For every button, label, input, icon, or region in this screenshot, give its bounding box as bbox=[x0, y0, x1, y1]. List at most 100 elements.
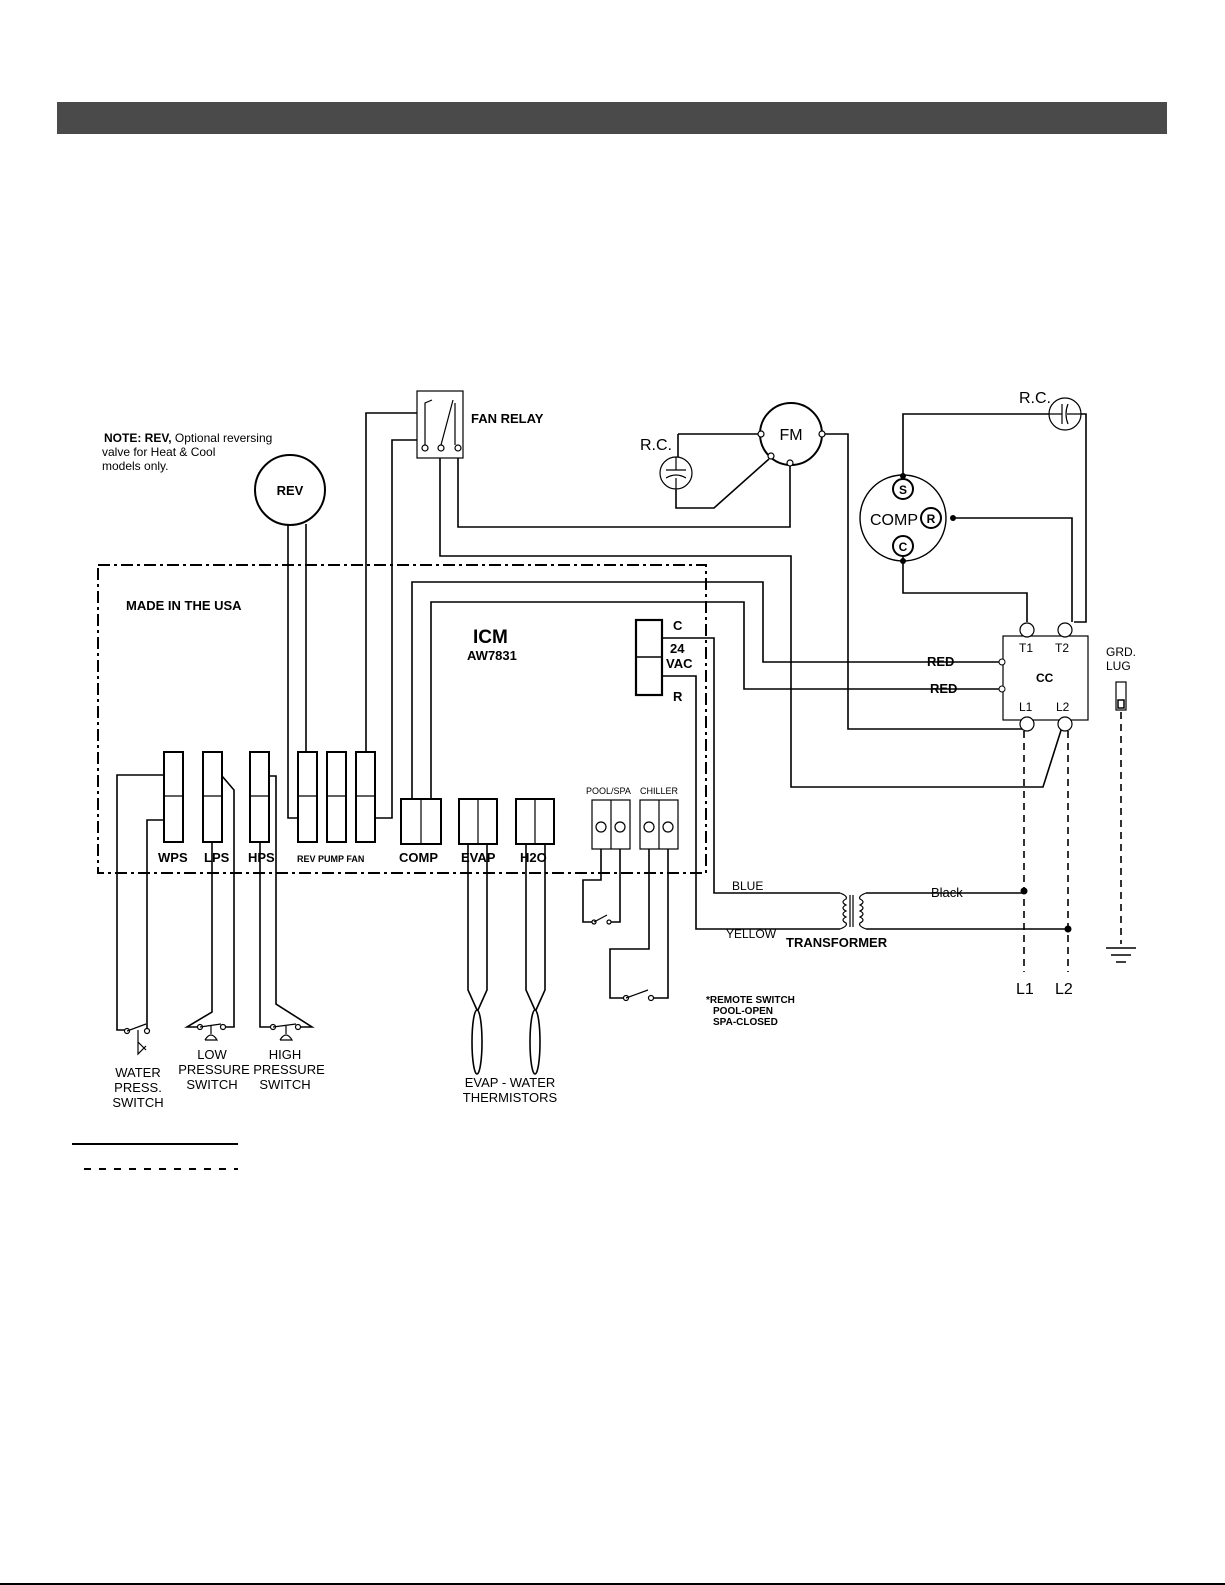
hps-wire-b bbox=[269, 775, 315, 1028]
thermistors-label-1: EVAP - WATER bbox=[465, 1075, 556, 1090]
blue-wire bbox=[662, 637, 840, 894]
relay-wire-fan bbox=[376, 439, 417, 819]
poolspa-wire-b bbox=[610, 849, 621, 923]
hps-wire-a bbox=[259, 842, 273, 1028]
svg-text:CC: CC bbox=[1036, 671, 1054, 685]
svg-text:C: C bbox=[673, 618, 683, 633]
svg-text:R.C.: R.C. bbox=[1019, 390, 1051, 407]
chiller-wire-a bbox=[609, 849, 650, 999]
pool-spa-label: POOL/SPA bbox=[586, 786, 631, 796]
yellow-label: YELLOW bbox=[726, 927, 777, 941]
red-label-2: RED bbox=[930, 681, 957, 696]
svg-text:24: 24 bbox=[670, 641, 685, 656]
connectors bbox=[163, 751, 679, 850]
note-line-2: valve for Heat & Cool bbox=[102, 445, 215, 459]
relay-l2-wire bbox=[439, 458, 1064, 788]
evap-label: EVAP bbox=[461, 850, 496, 865]
svg-text:LUG: LUG bbox=[1106, 659, 1131, 673]
contactor: T1 T2 CC L1 L2 bbox=[1002, 622, 1089, 732]
svg-text:FM: FM bbox=[779, 427, 802, 444]
black-label: Black bbox=[931, 885, 963, 900]
comp-c-dot bbox=[900, 558, 906, 564]
svg-text:C: C bbox=[899, 540, 908, 554]
svg-text:PRESSURE: PRESSURE bbox=[178, 1062, 250, 1077]
svg-text:PRESSURE: PRESSURE bbox=[253, 1062, 325, 1077]
low-pressure-switch: LOW PRESSURE SWITCH bbox=[178, 1023, 250, 1092]
red-wire-1 bbox=[411, 581, 1001, 800]
thermistors-label-2: THERMISTORS bbox=[463, 1090, 558, 1105]
icm-model: AW7831 bbox=[467, 648, 517, 663]
fan-relay: FAN RELAY bbox=[416, 390, 544, 459]
header-bar bbox=[57, 102, 1167, 134]
comp-connector-label: COMP bbox=[399, 850, 438, 865]
fan-motor: FM bbox=[757, 402, 826, 467]
water-press-switch: WATER PRESS. SWITCH bbox=[112, 1023, 164, 1110]
high-pressure-switch: HIGH PRESSURE SWITCH bbox=[253, 1023, 325, 1092]
remote-switch-label-1: *REMOTE SWITCH bbox=[706, 995, 795, 1006]
svg-text:GRD.: GRD. bbox=[1106, 645, 1136, 659]
svg-text:COMP: COMP bbox=[870, 512, 918, 529]
hps-label: HPS bbox=[248, 850, 275, 865]
rev-wire-a bbox=[287, 524, 298, 819]
rev-pump-fan-label: REV PUMP FAN bbox=[297, 854, 364, 864]
fm-rc-wire-bottom bbox=[675, 458, 770, 509]
comp-rc-wire bbox=[1074, 413, 1087, 623]
svg-text:HIGH: HIGH bbox=[269, 1047, 302, 1062]
evap-thermistor bbox=[467, 844, 488, 1075]
svg-text:LOW: LOW bbox=[197, 1047, 227, 1062]
svg-text:L1: L1 bbox=[1019, 700, 1033, 714]
line-l1-label: L1 bbox=[1016, 981, 1034, 998]
icm-title: ICM bbox=[473, 627, 508, 648]
transformer-label: TRANSFORMER bbox=[786, 935, 888, 950]
remote-switch bbox=[622, 989, 655, 1002]
transformer bbox=[839, 892, 867, 930]
made-in-usa: MADE IN THE USA bbox=[126, 598, 242, 613]
svg-text:T1: T1 bbox=[1019, 641, 1033, 655]
compressor: COMP S R C bbox=[859, 474, 947, 562]
comp-s-dot bbox=[900, 473, 906, 479]
fm-l1-wire bbox=[825, 433, 1024, 730]
svg-text:R: R bbox=[927, 512, 936, 526]
h2o-label: H2O bbox=[520, 850, 547, 865]
line-l2-label: L2 bbox=[1055, 981, 1073, 998]
comp-c-wire bbox=[902, 556, 1028, 622]
svg-text:PRESS.: PRESS. bbox=[114, 1080, 162, 1095]
fan-run-capacitor: R.C. bbox=[640, 437, 693, 490]
poolspa-wire-a bbox=[582, 849, 602, 923]
lps-label: LPS bbox=[204, 850, 230, 865]
coil-node-2 bbox=[998, 685, 1006, 693]
chiller-wire-b bbox=[652, 849, 669, 999]
svg-text:L2: L2 bbox=[1056, 700, 1070, 714]
remote-switch-label-3: SPA-CLOSED bbox=[713, 1017, 778, 1028]
chiller-label: CHILLER bbox=[640, 786, 679, 796]
note-line-3: models only. bbox=[102, 459, 168, 473]
yellow-wire bbox=[662, 675, 840, 930]
comp-run-capacitor: R.C. bbox=[1019, 390, 1082, 431]
ground-lug: GRD. LUG bbox=[1106, 645, 1136, 963]
remote-switch-label-2: POOL-OPEN bbox=[713, 1006, 773, 1017]
svg-text:SWITCH: SWITCH bbox=[259, 1077, 310, 1092]
blue-label: BLUE bbox=[732, 879, 763, 893]
svg-text:T2: T2 bbox=[1055, 641, 1069, 655]
wps-label: WPS bbox=[158, 850, 188, 865]
svg-text:S: S bbox=[899, 483, 907, 497]
vac-terminal-block: C 24 VAC R bbox=[634, 618, 693, 704]
wps-wire-a bbox=[116, 774, 164, 1031]
red-label-1: RED bbox=[927, 654, 954, 669]
comp-r-dot bbox=[950, 515, 956, 521]
wps-wire-b bbox=[146, 819, 164, 1030]
svg-text:WATER: WATER bbox=[115, 1065, 161, 1080]
bottom-rule bbox=[0, 1583, 1225, 1585]
lps-wire-a bbox=[184, 842, 213, 1028]
svg-text:FAN RELAY: FAN RELAY bbox=[471, 411, 544, 426]
relay-fm-wire bbox=[457, 458, 791, 528]
svg-text:REV: REV bbox=[277, 483, 304, 498]
svg-text:SWITCH: SWITCH bbox=[112, 1095, 163, 1110]
note-text: NOTE: REV, Optional reversing bbox=[104, 431, 272, 445]
coil-node-1 bbox=[998, 658, 1006, 666]
svg-text:VAC: VAC bbox=[666, 656, 693, 671]
water-thermistor bbox=[525, 844, 546, 1075]
comp-r-wire bbox=[953, 517, 1073, 622]
red-wire-2 bbox=[430, 601, 1001, 800]
